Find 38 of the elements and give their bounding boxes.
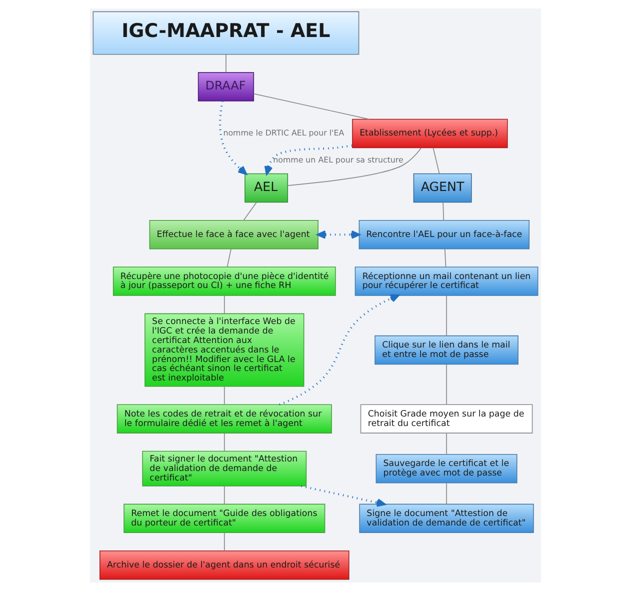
connector xyxy=(223,532,224,552)
arrow xyxy=(278,294,399,406)
connector xyxy=(223,386,224,405)
arrow xyxy=(300,485,385,507)
node-box: Archive le dossier de l'agent dans un endroit sécurisé xyxy=(98,550,349,580)
arrow xyxy=(316,230,360,239)
connector xyxy=(223,432,224,452)
node-box: Sauvegarde le certificat et le protège avec mot de passe xyxy=(375,454,517,484)
node-box: Réceptionne un mail contenant un lien pour récupérer le certificat xyxy=(354,266,538,296)
node-box: Rencontre l'AEL pour un face-à-face xyxy=(358,220,530,250)
connector xyxy=(444,248,446,268)
connector xyxy=(223,295,224,314)
connector xyxy=(432,147,440,174)
connector xyxy=(225,54,226,73)
node-box: Choisit Grade moyen sur la page de retrait du certificat xyxy=(360,404,532,434)
connector xyxy=(242,202,256,221)
node-box: Signe le document "Attestion de validation de demande de certificat" xyxy=(358,504,534,534)
node-box: AEL xyxy=(244,173,288,203)
node-box: Remet le document "Guide des obligations du porteur de certificat" xyxy=(123,504,325,534)
connector xyxy=(223,486,224,505)
connector xyxy=(442,202,444,221)
edge-label: nomme le DRTIC AEL pour l'EA xyxy=(222,128,344,138)
node-box: Note les codes de retrait et de révocation sur le formulaire dédié et les remet à l'agent xyxy=(116,404,332,434)
edge-label: nomme un AEL pour sa structure xyxy=(272,156,403,165)
node-box: Effectue le face à face avec l'agent xyxy=(148,220,318,250)
node-box: DRAAF xyxy=(197,72,254,102)
node-box: Etablissement (Lycées et supp.) xyxy=(352,118,508,148)
connector xyxy=(252,93,369,120)
node-box: Se connecte à l'interface Web de l'IGC et crée la demande de certificat Attention aux caractères accentués dans le prénom!! Modifier avec le GLA le cas échéant sinon le certificat est inexploitable xyxy=(144,313,304,387)
connector xyxy=(286,147,422,186)
arrow xyxy=(218,100,246,175)
node-box: AGENT xyxy=(412,173,472,203)
node-box: Récupère une photocopie d'une pièce d'identité à jour (passeport ou CI) + une fiche RH xyxy=(112,266,336,296)
node-box: Clique sur le lien dans le mail et entre le mot de passe xyxy=(374,335,518,365)
node-box: Fait signer le document "Attestion de validation de demande de certificat" xyxy=(142,450,306,486)
arrow xyxy=(264,144,352,175)
node-box: IGC-MAAPRAT - AEL xyxy=(92,11,359,55)
connector xyxy=(226,248,231,268)
